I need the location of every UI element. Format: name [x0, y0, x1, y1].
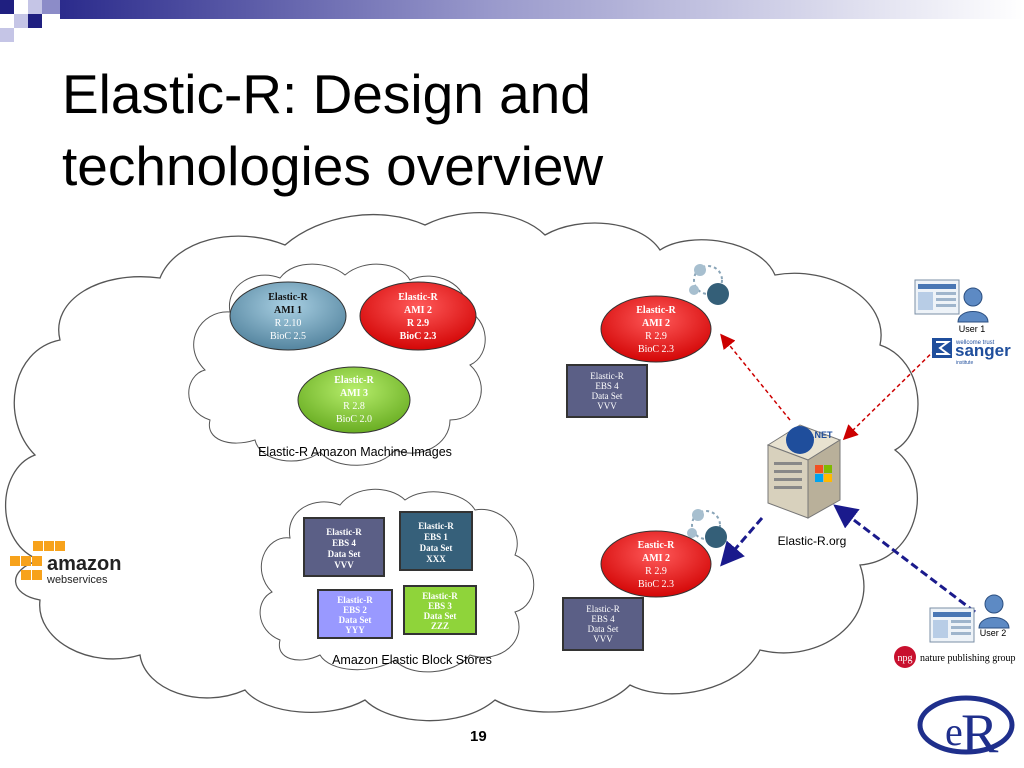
ebs-4-dataset: Data Set	[328, 549, 361, 559]
instance-2-ami-oval: Eastic-R AMI 2 R 2.9 BioC 2.3	[600, 530, 712, 598]
instance-1-id: AMI 2	[642, 318, 670, 329]
ami-2-name: Elastic-R	[398, 292, 438, 303]
npg-prefix: npg	[898, 653, 913, 664]
ebs-2-name: Elastic-R	[337, 595, 373, 605]
arrow-server-to-instance-2	[720, 517, 764, 567]
ebs-4-id: EBS 4	[332, 538, 356, 548]
ebs-3-code: ZZZ	[431, 621, 449, 631]
header-gradient-bar	[0, 0, 1024, 42]
ebs-3-name: Elastic-R	[422, 591, 458, 601]
sanger-small-2: institute	[956, 360, 973, 366]
user-2-avatar-icon	[978, 594, 1010, 629]
user-1-label: User 1	[959, 324, 986, 334]
ebs-3-id: EBS 3	[428, 601, 452, 611]
ebs-1-name: Elastic-R	[418, 521, 454, 531]
arrow-user1-to-server	[842, 339, 946, 441]
instance-1-ebs-box: Elastic-R EBS 4 Data Set VVV	[566, 364, 648, 418]
er-logo-e: e	[945, 709, 963, 754]
sanger-small-1: wellcome trust	[955, 340, 995, 346]
ebs-2-box: Elastic-R EBS 2 Data Set YYY	[317, 589, 393, 639]
er-logo: e R	[917, 695, 1015, 765]
ami-1-id: AMI 1	[274, 305, 302, 316]
instance-1-r: R 2.9	[645, 331, 667, 342]
instance-1-name: Elastic-R	[636, 305, 676, 316]
ami-1-r: R 2.10	[275, 318, 302, 329]
ebs-2-dataset: Data Set	[339, 615, 372, 625]
ami-1-name: Elastic-R	[268, 292, 308, 303]
ami-group-label: Elastic-R Amazon Machine Images	[258, 445, 452, 459]
instance-1-ebs-dataset: Data Set	[592, 391, 623, 401]
ami-3-r: R 2.8	[343, 401, 365, 412]
ebs-2-code: YYY	[345, 625, 365, 635]
instance-1-ami-oval: Elastic-R AMI 2 R 2.9 BioC 2.3	[600, 295, 712, 363]
ami-2-r: R 2.9	[407, 318, 429, 329]
webservices-text: webservices	[46, 574, 108, 586]
sanger-logo: wellcome trust sanger institute	[932, 338, 1011, 366]
er-logo-r: R	[961, 703, 999, 765]
dotnet-badge: .NET	[786, 426, 833, 454]
ami-1-oval: Elastic-R AMI 1 R 2.10 BioC 2.5	[229, 281, 347, 351]
ebs-3-box: Elastic-R EBS 3 Data Set ZZZ	[403, 585, 477, 635]
instance-2-r: R 2.9	[645, 566, 667, 577]
instance-2-ebs-id: EBS 4	[591, 614, 615, 624]
title-line-1: Elastic-R: Design and	[62, 63, 591, 125]
arrow-user2-to-server	[833, 504, 976, 614]
user-2-screen-icon	[929, 607, 975, 643]
ami-2-oval: Elastic-R AMI 2 R 2.9 BioC 2.3	[359, 281, 477, 351]
instance-2-ebs-name: Elastic-R	[586, 604, 620, 614]
ami-3-oval: Elastic-R AMI 3 R 2.8 BioC 2.0	[297, 366, 411, 434]
ami-3-name: Elastic-R	[334, 375, 374, 386]
user-1-avatar-icon	[957, 287, 989, 323]
ebs-1-dataset: Data Set	[420, 543, 453, 553]
server-icon	[766, 424, 842, 519]
gear-icon	[687, 509, 727, 548]
sanger-name: sanger	[955, 341, 1011, 360]
instance-2-bioc: BioC 2.3	[638, 579, 674, 590]
ebs-group-label: Amazon Elastic Block Stores	[332, 653, 492, 667]
amazon-logo: amazon webservices	[10, 541, 121, 586]
instance-2-ebs-dataset: Data Set	[588, 624, 619, 634]
npg-name: nature publishing group	[920, 653, 1016, 664]
ebs-1-box: Elastic-R EBS 1 Data Set XXX	[399, 511, 473, 571]
instance-2-ebs-code: VVV	[593, 634, 613, 644]
ami-2-bioc: BioC 2.3	[400, 331, 437, 342]
user-2-label: User 2	[980, 628, 1007, 638]
instance-1-ebs-name: Elastic-R	[590, 371, 624, 381]
page-number: 19	[470, 728, 487, 745]
user-1-screen-icon	[914, 279, 960, 315]
instance-2-id: AMI 2	[642, 553, 670, 564]
instance-1-ebs-id: EBS 4	[595, 381, 619, 391]
ami-2-id: AMI 2	[404, 305, 432, 316]
instance-1-bioc: BioC 2.3	[638, 344, 674, 355]
ebs-2-id: EBS 2	[343, 605, 367, 615]
ebs-cloud	[259, 488, 535, 673]
title-line-2: technologies overview	[62, 135, 604, 197]
instance-1-ebs-code: VVV	[597, 401, 617, 411]
instance-2-ebs-box: Elastic-R EBS 4 Data Set VVV	[562, 597, 644, 651]
amazon-text: amazon	[47, 553, 121, 575]
ebs-4-code: VVV	[334, 560, 354, 570]
ebs-4-box: Elastic-R EBS 4 Data Set VVV	[303, 517, 385, 577]
slide-title: Elastic-R: Design and technologies overv…	[62, 58, 762, 202]
server-label: Elastic-R.org	[778, 534, 847, 548]
ami-3-id: AMI 3	[340, 388, 368, 399]
ebs-1-code: XXX	[426, 554, 446, 564]
dotnet-badge-text: .NET	[812, 430, 833, 440]
ebs-3-dataset: Data Set	[424, 611, 457, 621]
ami-1-bioc: BioC 2.5	[270, 331, 306, 342]
instance-2-name: Eastic-R	[638, 540, 675, 551]
ebs-4-name: Elastic-R	[326, 527, 362, 537]
ebs-1-id: EBS 1	[424, 532, 448, 542]
ami-3-bioc: BioC 2.0	[336, 414, 372, 425]
gear-icon	[689, 264, 729, 305]
npg-logo: npg nature publishing group	[894, 646, 1016, 668]
